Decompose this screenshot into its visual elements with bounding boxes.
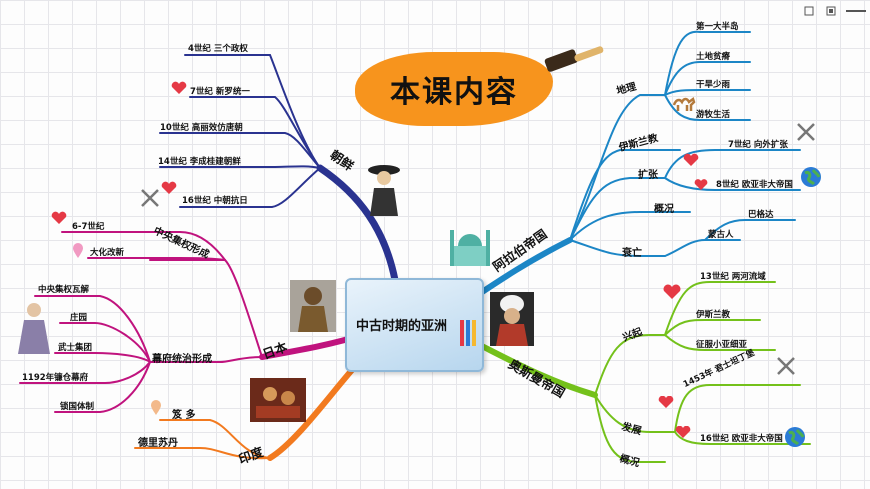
arab-item: 土地贫瘠 bbox=[696, 52, 731, 62]
camel-icon bbox=[672, 93, 696, 117]
arab-item: 第一大半岛 bbox=[696, 22, 739, 32]
arab-decline-label: 衰亡 bbox=[622, 248, 642, 259]
heart-icon bbox=[694, 176, 708, 195]
ottoman-sultan-illustration bbox=[490, 292, 534, 350]
ottoman-item: 征服小亚细亚 bbox=[696, 340, 748, 350]
arab-overview-label: 概况 bbox=[654, 204, 674, 215]
heart-icon bbox=[662, 284, 682, 304]
arab-item: 巴格达 bbox=[748, 210, 774, 220]
japan-item: 6-7世纪 bbox=[72, 222, 105, 232]
location-pin-icon bbox=[150, 400, 162, 420]
heart-icon bbox=[160, 180, 178, 199]
japan-item: 锁国体制 bbox=[60, 402, 95, 412]
korea-main-branch bbox=[316, 164, 399, 284]
location-pin-icon bbox=[72, 243, 84, 263]
indian-painting-illustration bbox=[250, 378, 306, 426]
fit-view-icon[interactable] bbox=[804, 6, 814, 19]
paintbrush-icon bbox=[540, 40, 610, 84]
globe-icon bbox=[800, 166, 822, 192]
korea-item: 4世纪 三个政权 bbox=[188, 44, 248, 54]
japan-bakufu-label: 幕府统治形成 bbox=[152, 354, 212, 365]
korea-item: 7世纪 新罗统一 bbox=[190, 87, 250, 97]
arab-item: 游牧生活 bbox=[696, 110, 731, 120]
japan-item: 武士集团 bbox=[58, 343, 93, 353]
mosque-illustration bbox=[448, 222, 492, 272]
japan-item: 大化改新 bbox=[90, 248, 125, 258]
india-item: 笈 多 bbox=[172, 410, 196, 421]
title-banner: 本课内容 bbox=[355, 52, 553, 126]
japanese-samurai-illustration bbox=[290, 280, 336, 336]
arab-expand-label: 扩张 bbox=[638, 170, 658, 181]
heart-icon bbox=[675, 424, 691, 443]
heart-icon bbox=[170, 80, 188, 99]
fullscreen-icon[interactable] bbox=[826, 6, 836, 19]
pencils-icon bbox=[458, 318, 478, 352]
heart-icon bbox=[50, 210, 68, 229]
japan-item: 庄园 bbox=[70, 313, 88, 323]
heart-icon bbox=[682, 152, 700, 171]
korea-item: 14世纪 李成桂建朝鲜 bbox=[158, 157, 241, 167]
more-options-icon[interactable] bbox=[846, 6, 866, 19]
arab-item: 干旱少雨 bbox=[696, 80, 731, 90]
india-item: 德里苏丹 bbox=[138, 438, 178, 449]
korea-item: 16世纪 中朝抗日 bbox=[182, 196, 248, 206]
crossed-swords-icon bbox=[776, 356, 796, 380]
korean-figure-illustration bbox=[362, 160, 406, 220]
samurai-figure-illustration bbox=[16, 300, 52, 358]
globe-icon bbox=[784, 426, 806, 452]
heart-icon bbox=[658, 394, 674, 413]
korea-item: 10世纪 高丽效仿唐朝 bbox=[160, 123, 243, 133]
arab-item: 8世纪 欧亚非大帝国 bbox=[716, 180, 793, 190]
japan-item: 中央集权瓦解 bbox=[38, 285, 90, 295]
arab-item: 7世纪 向外扩张 bbox=[728, 140, 788, 150]
ottoman-item: 16世纪 欧亚非大帝国 bbox=[700, 434, 783, 444]
ottoman-item: 伊斯兰教 bbox=[696, 310, 731, 320]
japan-item: 1192年镰仓幕府 bbox=[22, 373, 89, 383]
center-label: 中古时期的亚洲 bbox=[356, 319, 448, 334]
page-title: 本课内容 bbox=[390, 75, 518, 110]
crossed-swords-icon bbox=[796, 122, 816, 146]
ottoman-item: 13世纪 两河流域 bbox=[700, 272, 766, 282]
arab-item: 蒙古人 bbox=[708, 230, 734, 240]
crossed-swords-icon bbox=[140, 188, 160, 212]
